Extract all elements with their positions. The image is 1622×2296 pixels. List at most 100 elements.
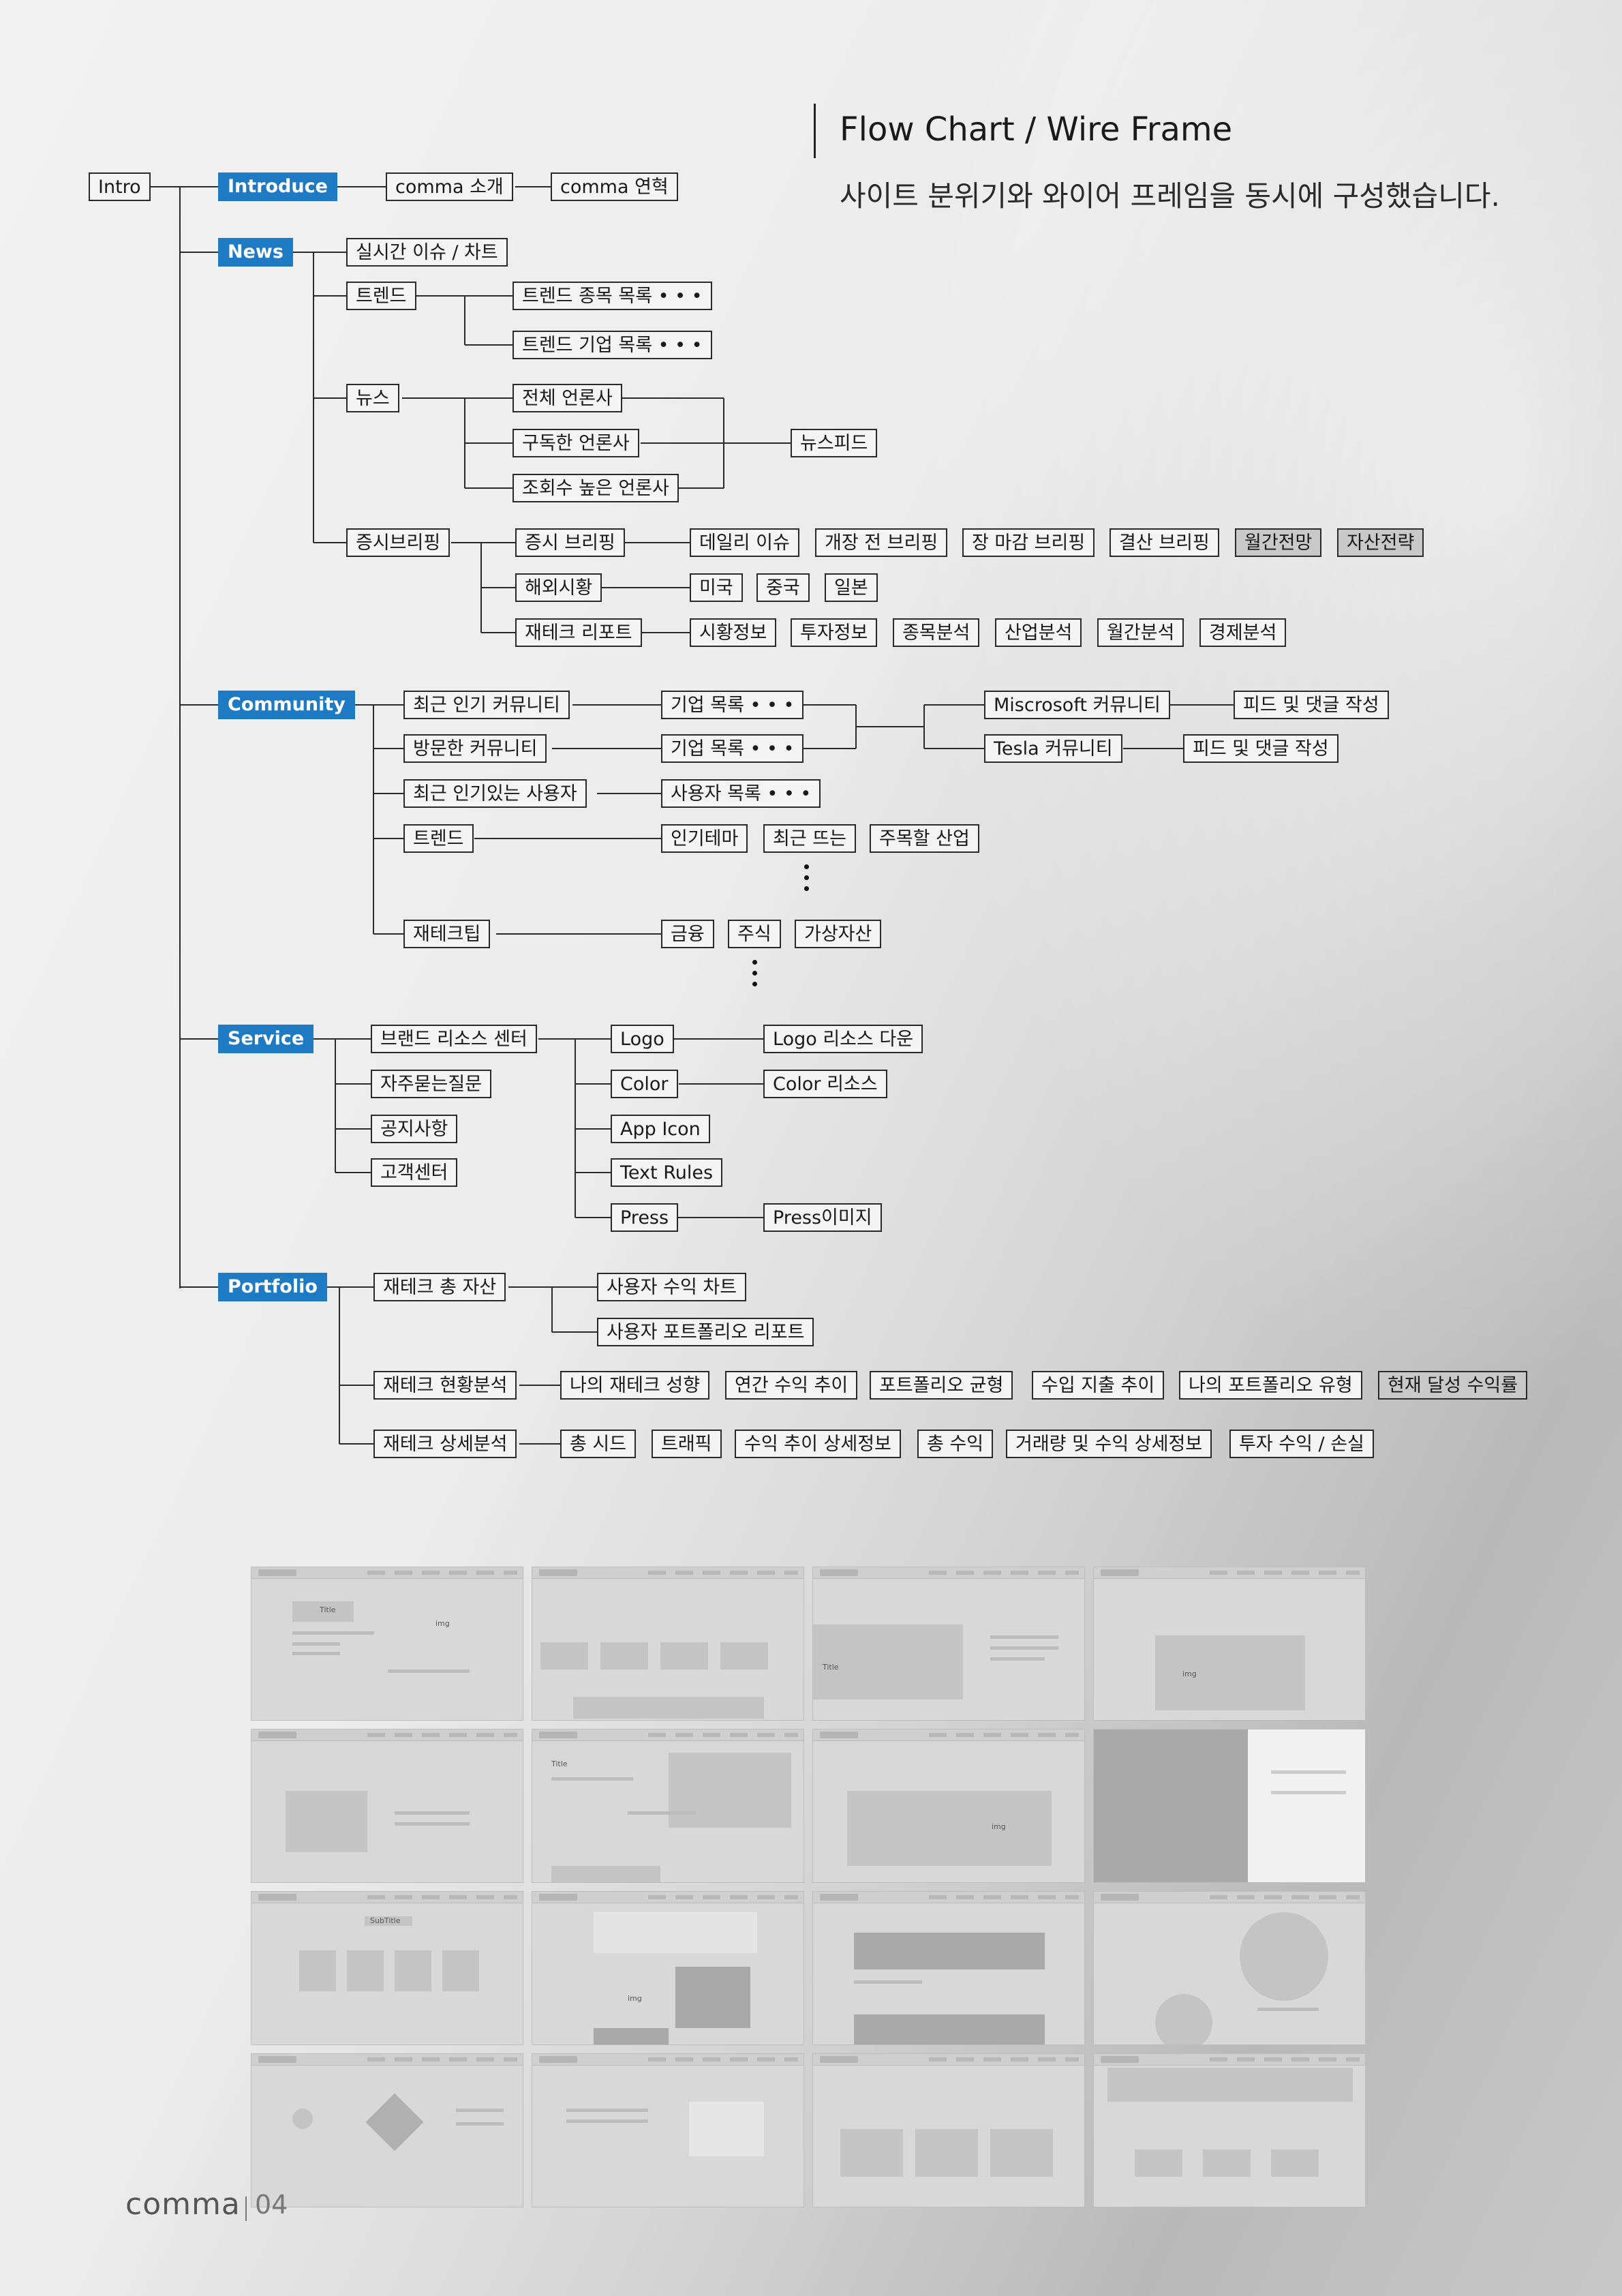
node-tips-finance: 금융 <box>661 920 714 948</box>
node-total-seed: 총 시드 <box>560 1430 637 1458</box>
node-briefing-report: 재테크 리포트 <box>515 618 642 647</box>
wireframe-thumb <box>251 1729 523 1883</box>
node-comma-intro: comma 소개 <box>386 172 513 201</box>
header-accent-bar <box>814 104 816 158</box>
node-trend-stocks: 트렌드 종목 목록 • • • <box>512 282 712 310</box>
wireframe-thumb <box>1093 1729 1366 1883</box>
node-intro: Intro <box>89 172 151 201</box>
node-community-trend: 트렌드 <box>403 824 474 853</box>
category-portfolio: Portfolio <box>218 1273 327 1301</box>
wireframe-thumb: img <box>532 1891 804 2045</box>
node-customer-center: 고객센터 <box>371 1158 458 1187</box>
node-usa: 미국 <box>690 573 743 602</box>
node-press: Press <box>611 1203 679 1232</box>
node-industry-analysis: 산업분석 <box>995 618 1082 647</box>
node-profit-detail: 수익 추이 상세정보 <box>735 1430 901 1458</box>
node-current-return: 현재 달성 수익률 <box>1378 1371 1528 1400</box>
wireframe-thumb <box>812 2053 1085 2207</box>
node-user-profit-chart: 사용자 수익 차트 <box>597 1273 747 1301</box>
node-trend-companies: 트렌드 기업 목록 • • • <box>512 331 712 359</box>
page-number: 04 <box>255 2190 288 2220</box>
wireframe-thumb: img <box>1093 1567 1366 1721</box>
node-company-list-2: 기업 목록 • • • <box>661 734 804 763</box>
node-popular-community: 최근 인기 커뮤니티 <box>403 691 570 719</box>
wireframe-thumb <box>1093 1891 1366 2045</box>
node-app-icon: App Icon <box>611 1115 710 1143</box>
node-market-info: 시황정보 <box>690 618 777 647</box>
node-press-subscribed: 구독한 언론사 <box>512 429 639 457</box>
page-title: Flow Chart / Wire Frame <box>840 110 1233 149</box>
node-portfolio-balance: 포트폴리오 균형 <box>870 1371 1013 1400</box>
node-tips-crypto: 가상자산 <box>795 920 882 948</box>
node-briefing-overseas: 해외시황 <box>515 573 602 602</box>
wireframe-thumb: Title <box>532 1729 804 1883</box>
node-daily-issue: 데일리 이슈 <box>690 528 799 557</box>
node-press-all: 전체 언론사 <box>512 384 622 412</box>
category-news: News <box>218 238 293 267</box>
node-invest-profit-loss: 투자 수익 / 손실 <box>1229 1430 1374 1458</box>
node-comma-history: comma 연혁 <box>551 172 678 201</box>
node-monthly-analysis: 월간분석 <box>1097 618 1184 647</box>
flow-chart-connectors <box>146 186 1234 1445</box>
node-logo-download: Logo 리소스 다운 <box>763 1025 923 1053</box>
node-briefing-market: 증시 브리핑 <box>515 528 625 557</box>
node-monthly-outlook: 월간전망 <box>1235 528 1322 557</box>
node-color: Color <box>611 1070 678 1098</box>
category-service: Service <box>218 1025 314 1053</box>
wireframe-thumb: SubTitle <box>251 1891 523 2045</box>
wireframe-thumb <box>532 2053 804 2207</box>
node-settlement-briefing: 결산 브리핑 <box>1110 528 1219 557</box>
node-notable-industry: 주목할 산업 <box>870 824 979 853</box>
node-color-resource: Color 리소스 <box>763 1070 887 1098</box>
node-total-profit: 총 수익 <box>917 1430 994 1458</box>
node-news-news: 뉴스 <box>346 384 399 412</box>
node-brand-resource: 브랜드 리소스 센터 <box>371 1025 537 1053</box>
node-annual-profit: 연간 수익 추이 <box>725 1371 858 1400</box>
wireframe-thumb <box>251 2053 523 2207</box>
node-detail-analysis: 재테크 상세분석 <box>373 1430 517 1458</box>
more-ellipsis <box>804 864 810 897</box>
node-microsoft-community: Miscrosoft 커뮤니티 <box>984 691 1170 719</box>
category-community: Community <box>218 691 355 719</box>
category-introduce: Introduce <box>218 172 337 201</box>
wireframe-thumb: img <box>812 1729 1085 1883</box>
page-subtitle: 사이트 분위기와 와이어 프레임을 동시에 구성했습니다. <box>840 179 1500 213</box>
footer-brand: comma <box>125 2187 241 2222</box>
node-my-tendency: 나의 재테크 성향 <box>560 1371 710 1400</box>
wireframe-thumb: Title <box>812 1567 1085 1721</box>
wireframe-thumb <box>812 1891 1085 2045</box>
node-notice: 공지사항 <box>371 1115 458 1143</box>
node-popular-users: 최근 인기있는 사용자 <box>403 779 587 808</box>
node-invest-info: 투자정보 <box>791 618 878 647</box>
wireframe-thumb <box>1093 2053 1366 2207</box>
node-faq: 자주묻는질문 <box>371 1070 492 1098</box>
node-news-trend: 트렌드 <box>346 282 416 310</box>
footer-separator <box>245 2196 247 2221</box>
node-pre-open-briefing: 개장 전 브리핑 <box>815 528 948 557</box>
node-news-realtime: 실시간 이슈 / 차트 <box>346 238 508 267</box>
node-popular-theme: 인기테마 <box>661 824 748 853</box>
node-tips-stock: 주식 <box>728 920 781 948</box>
node-total-assets: 재테크 총 자산 <box>373 1273 506 1301</box>
node-text-rules: Text Rules <box>611 1158 723 1187</box>
node-user-list: 사용자 목록 • • • <box>661 779 821 808</box>
node-feed-comment-1: 피드 및 댓글 작성 <box>1234 691 1389 719</box>
node-press-image: Press이미지 <box>763 1203 882 1232</box>
node-close-briefing: 장 마감 브리핑 <box>962 528 1095 557</box>
node-china: 중국 <box>756 573 810 602</box>
node-volume-profit-detail: 거래량 및 수익 상세정보 <box>1006 1430 1212 1458</box>
wireframe-gallery: Title img Title img Title <box>251 1567 1366 2216</box>
wireframe-thumb: Title img <box>251 1567 523 1721</box>
node-user-portfolio-report: 사용자 포트폴리오 리포트 <box>597 1318 814 1346</box>
background-sheen <box>804 0 1622 1568</box>
more-ellipsis <box>752 960 758 993</box>
node-my-portfolio-type: 나의 포트폴리오 유형 <box>1179 1371 1362 1400</box>
node-status-analysis: 재테크 현황분석 <box>373 1371 517 1400</box>
node-logo: Logo <box>611 1025 674 1053</box>
node-japan: 일본 <box>825 573 878 602</box>
node-economy-analysis: 경제분석 <box>1199 618 1287 647</box>
node-finance-tips: 재테크팁 <box>403 920 491 948</box>
node-newsfeed: 뉴스피드 <box>791 429 878 457</box>
node-income-expense: 수입 지출 추이 <box>1032 1371 1165 1400</box>
node-visited-community: 방문한 커뮤니티 <box>403 734 547 763</box>
